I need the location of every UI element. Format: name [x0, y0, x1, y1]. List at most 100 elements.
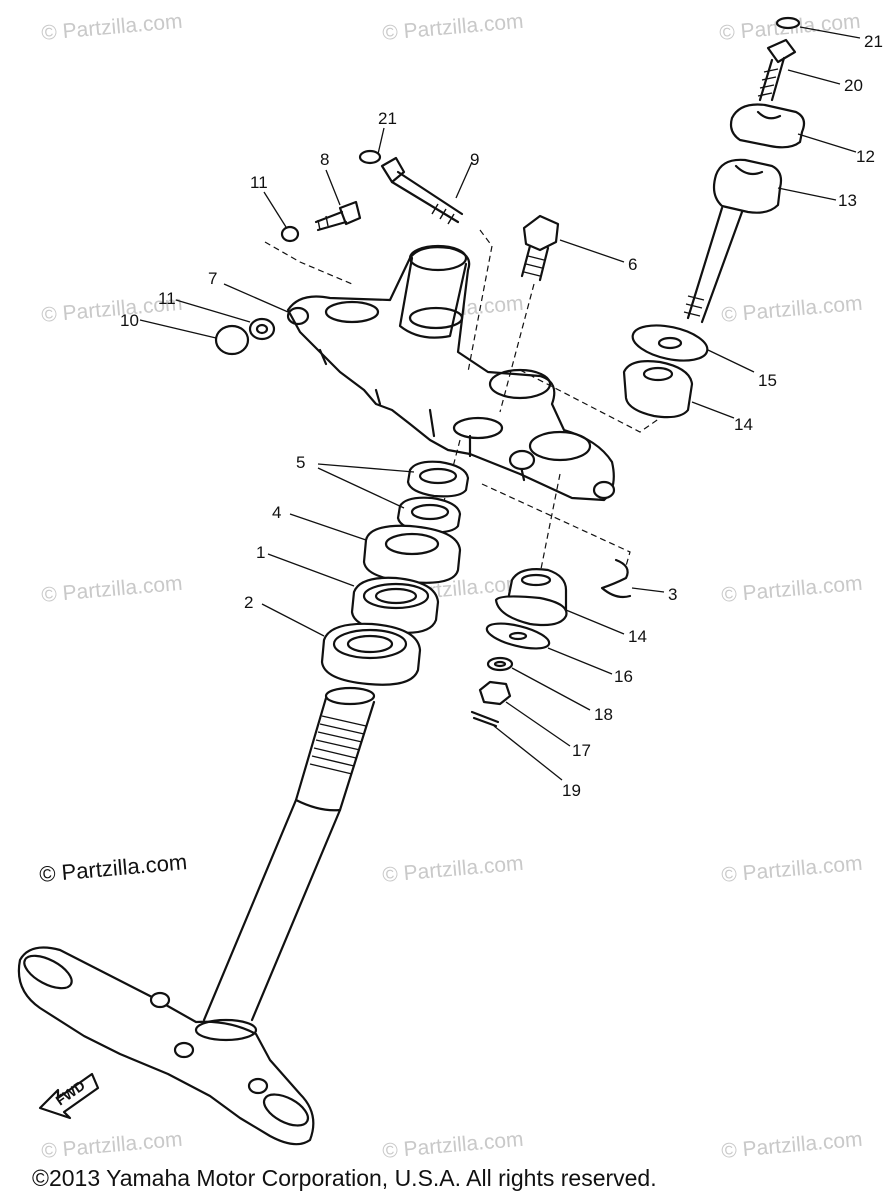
- callout-11: 11: [158, 289, 176, 308]
- damper-14-flange: [494, 595, 568, 627]
- upper-bracket-boss-ring: [408, 306, 464, 330]
- nut-17: [478, 680, 512, 706]
- leader-6: [559, 239, 625, 263]
- stem-top: [324, 686, 376, 706]
- damper-stack: [470, 558, 632, 728]
- damper-14-lower-hole: [520, 573, 552, 587]
- dash-line: [481, 483, 631, 567]
- washer-15-hole: [657, 336, 683, 350]
- upper-bracket-body: [286, 246, 615, 502]
- watermark: © Partzilla.com: [720, 572, 863, 607]
- upper-holder-12-groove: [756, 110, 782, 120]
- stem-threads: [309, 715, 367, 775]
- dash-line: [264, 241, 353, 285]
- upper-bracket-right-bore: [528, 430, 592, 462]
- callout-7: 7: [208, 269, 217, 288]
- leader-5: [317, 463, 415, 509]
- under-bracket: [17, 946, 315, 1146]
- damper-14-hole: [642, 366, 674, 382]
- washer-18: [486, 656, 514, 672]
- stem-collar: [294, 798, 342, 812]
- washer-15: [631, 324, 709, 362]
- bolt-20-head: [766, 38, 797, 64]
- dash-line: [499, 283, 535, 413]
- leader-21a: [799, 26, 861, 39]
- callout-14: 14: [628, 627, 647, 646]
- watermark: © Partzilla.com: [720, 292, 863, 327]
- watermark: © Partzilla.com: [40, 1128, 183, 1163]
- callout-6: 6: [628, 255, 637, 274]
- callout-21: 21: [378, 109, 397, 128]
- leader-21b: [377, 127, 385, 155]
- washer-11-hole: [255, 323, 269, 335]
- upper-fasteners: [214, 149, 560, 356]
- leader-1: [267, 553, 355, 587]
- fwd-arrow-shape: [38, 1072, 100, 1120]
- lock-washer-11: [280, 225, 300, 243]
- watermark: © Partzilla.com: [381, 852, 524, 887]
- washer-11-lower: [248, 317, 276, 341]
- upper-bracket-knob-right: [592, 480, 616, 500]
- bearing-1-race: [362, 582, 430, 610]
- leader-3: [631, 587, 665, 593]
- cotter-19: [470, 710, 500, 728]
- copyright-notice: ©2013 Yamaha Motor Corporation, U.S.A. A…: [32, 1165, 657, 1191]
- clip-3: [600, 558, 632, 599]
- callout-13: 13: [838, 191, 857, 210]
- watermark: © Partzilla.com: [40, 10, 183, 45]
- leader-14b: [565, 609, 625, 635]
- leader-7: [223, 283, 289, 313]
- callout-15: 15: [758, 371, 777, 390]
- leader-8: [325, 169, 341, 206]
- under-bracket-knob: [149, 991, 171, 1009]
- under-bracket-knob: [173, 1041, 195, 1059]
- callout-14: 14: [734, 415, 753, 434]
- washer-16: [485, 622, 551, 650]
- holder-13-threads: [683, 295, 705, 317]
- fwd-arrow: FWD: [38, 1072, 100, 1120]
- callout-16: 16: [614, 667, 633, 686]
- dash-line: [539, 473, 561, 575]
- bearing-2-bore: [346, 634, 394, 654]
- under-bracket-left-bore: [23, 954, 73, 990]
- callout-9: 9: [470, 150, 479, 169]
- bolt-6-threads: [523, 255, 545, 277]
- callout-8: 8: [320, 150, 329, 169]
- watermark: © Partzilla.com: [381, 1128, 524, 1163]
- callout-17: 17: [572, 741, 591, 760]
- washer-21-left: [358, 149, 382, 165]
- bolt-20-shank: [758, 56, 786, 102]
- watermark: © Partzilla.com: [720, 852, 863, 887]
- leader-16: [547, 647, 613, 675]
- under-bracket-right-bore: [262, 1093, 310, 1127]
- bolt-8-head: [338, 200, 362, 226]
- upper-bracket-mid-bore: [452, 416, 504, 440]
- ring-nut-5-upper-hole: [418, 467, 458, 485]
- washer-18-hole: [493, 660, 507, 668]
- ring-nut-5-lower-hole: [410, 503, 450, 521]
- leader-9: [455, 161, 473, 199]
- callout-11: 11: [250, 173, 268, 192]
- washer-21-top: [775, 16, 801, 30]
- dust-seal-4-hole: [384, 532, 440, 556]
- upper-bracket-boss-top: [408, 244, 468, 272]
- callout-19: 19: [562, 781, 581, 800]
- bolt-8-shank: [314, 210, 348, 232]
- upper-holder-12: [729, 103, 806, 149]
- leader-lines: [139, 26, 861, 781]
- bolt-9-shank: [390, 170, 464, 224]
- damper-14-upper: [622, 360, 694, 419]
- under-bracket-knob: [247, 1077, 269, 1095]
- stem-shaft: [202, 696, 376, 1022]
- holder-13-stud: [686, 206, 744, 324]
- callout-18: 18: [594, 705, 613, 724]
- callout-5: 5: [296, 453, 305, 472]
- bolt-9-threads: [431, 203, 455, 225]
- dash-line: [467, 229, 493, 373]
- callout-2: 2: [244, 593, 253, 612]
- upper-bracket-edges: [318, 348, 526, 482]
- leader-18: [511, 667, 591, 711]
- callout-12: 12: [856, 147, 875, 166]
- watermark-main: © Partzilla.com: [38, 849, 188, 887]
- watermark: © Partzilla.com: [40, 572, 183, 607]
